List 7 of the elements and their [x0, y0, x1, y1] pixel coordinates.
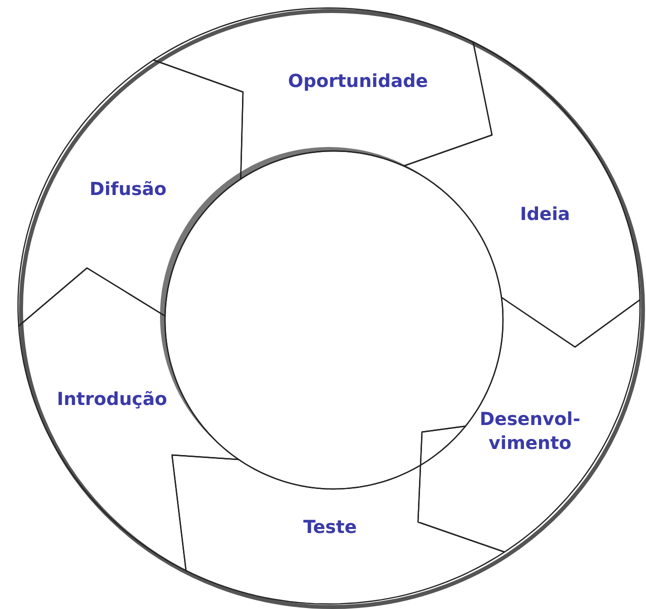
segment-label: Difusão	[88, 178, 168, 202]
segment-label: Ideia	[518, 203, 572, 227]
segment-label: Introdução	[56, 388, 168, 412]
segment-label: Oportunidade	[287, 70, 429, 94]
segment-label: Desenvol- vimento	[478, 408, 582, 456]
cycle-segment	[17, 59, 244, 327]
segment-label: Teste	[302, 516, 358, 540]
